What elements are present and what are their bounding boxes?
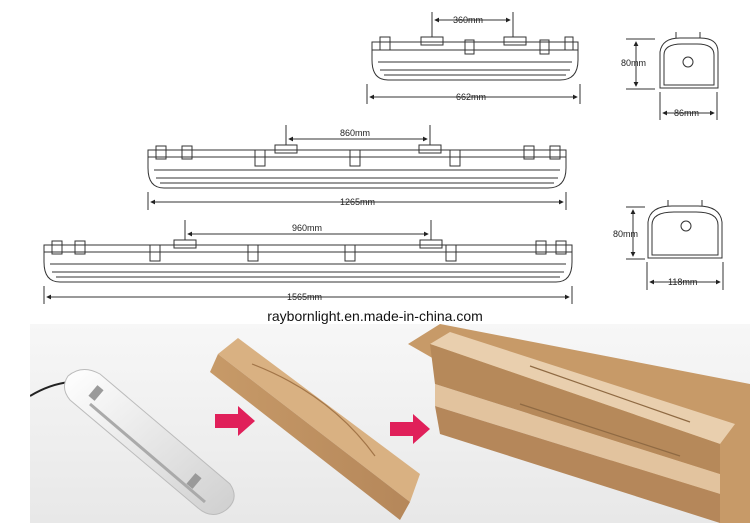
arrow-1 bbox=[215, 406, 255, 436]
technical-drawing bbox=[43, 12, 724, 304]
open-box bbox=[408, 324, 750, 523]
dim-width-86: 86mm bbox=[674, 108, 700, 118]
lamp-1565-drawing bbox=[43, 220, 573, 304]
website-caption: raybornlight.en.made-in-china.com bbox=[267, 308, 483, 324]
arrow-2 bbox=[390, 414, 430, 444]
dim-width-118: 118mm bbox=[668, 277, 698, 287]
dim-spacing-960: 960mm bbox=[292, 223, 323, 233]
end-view-86-drawing bbox=[626, 32, 719, 120]
end-view-118-drawing bbox=[626, 200, 724, 290]
dim-spacing-860: 860mm bbox=[340, 128, 371, 138]
lamp-1265-drawing bbox=[147, 125, 567, 210]
lamp-photo bbox=[64, 369, 235, 515]
dim-length-1565: 1565mm bbox=[287, 292, 323, 302]
dim-height-80-small: 80mm bbox=[621, 58, 647, 68]
dim-length-1265: 1265mm bbox=[340, 197, 376, 207]
closed-box bbox=[210, 338, 420, 520]
dim-spacing-360: 360mm bbox=[453, 15, 484, 25]
dim-height-80-large: 80mm bbox=[613, 229, 639, 239]
lamp-662-drawing bbox=[366, 12, 581, 104]
dim-length-662: 662mm bbox=[456, 92, 487, 102]
packaging-photo bbox=[30, 324, 750, 523]
